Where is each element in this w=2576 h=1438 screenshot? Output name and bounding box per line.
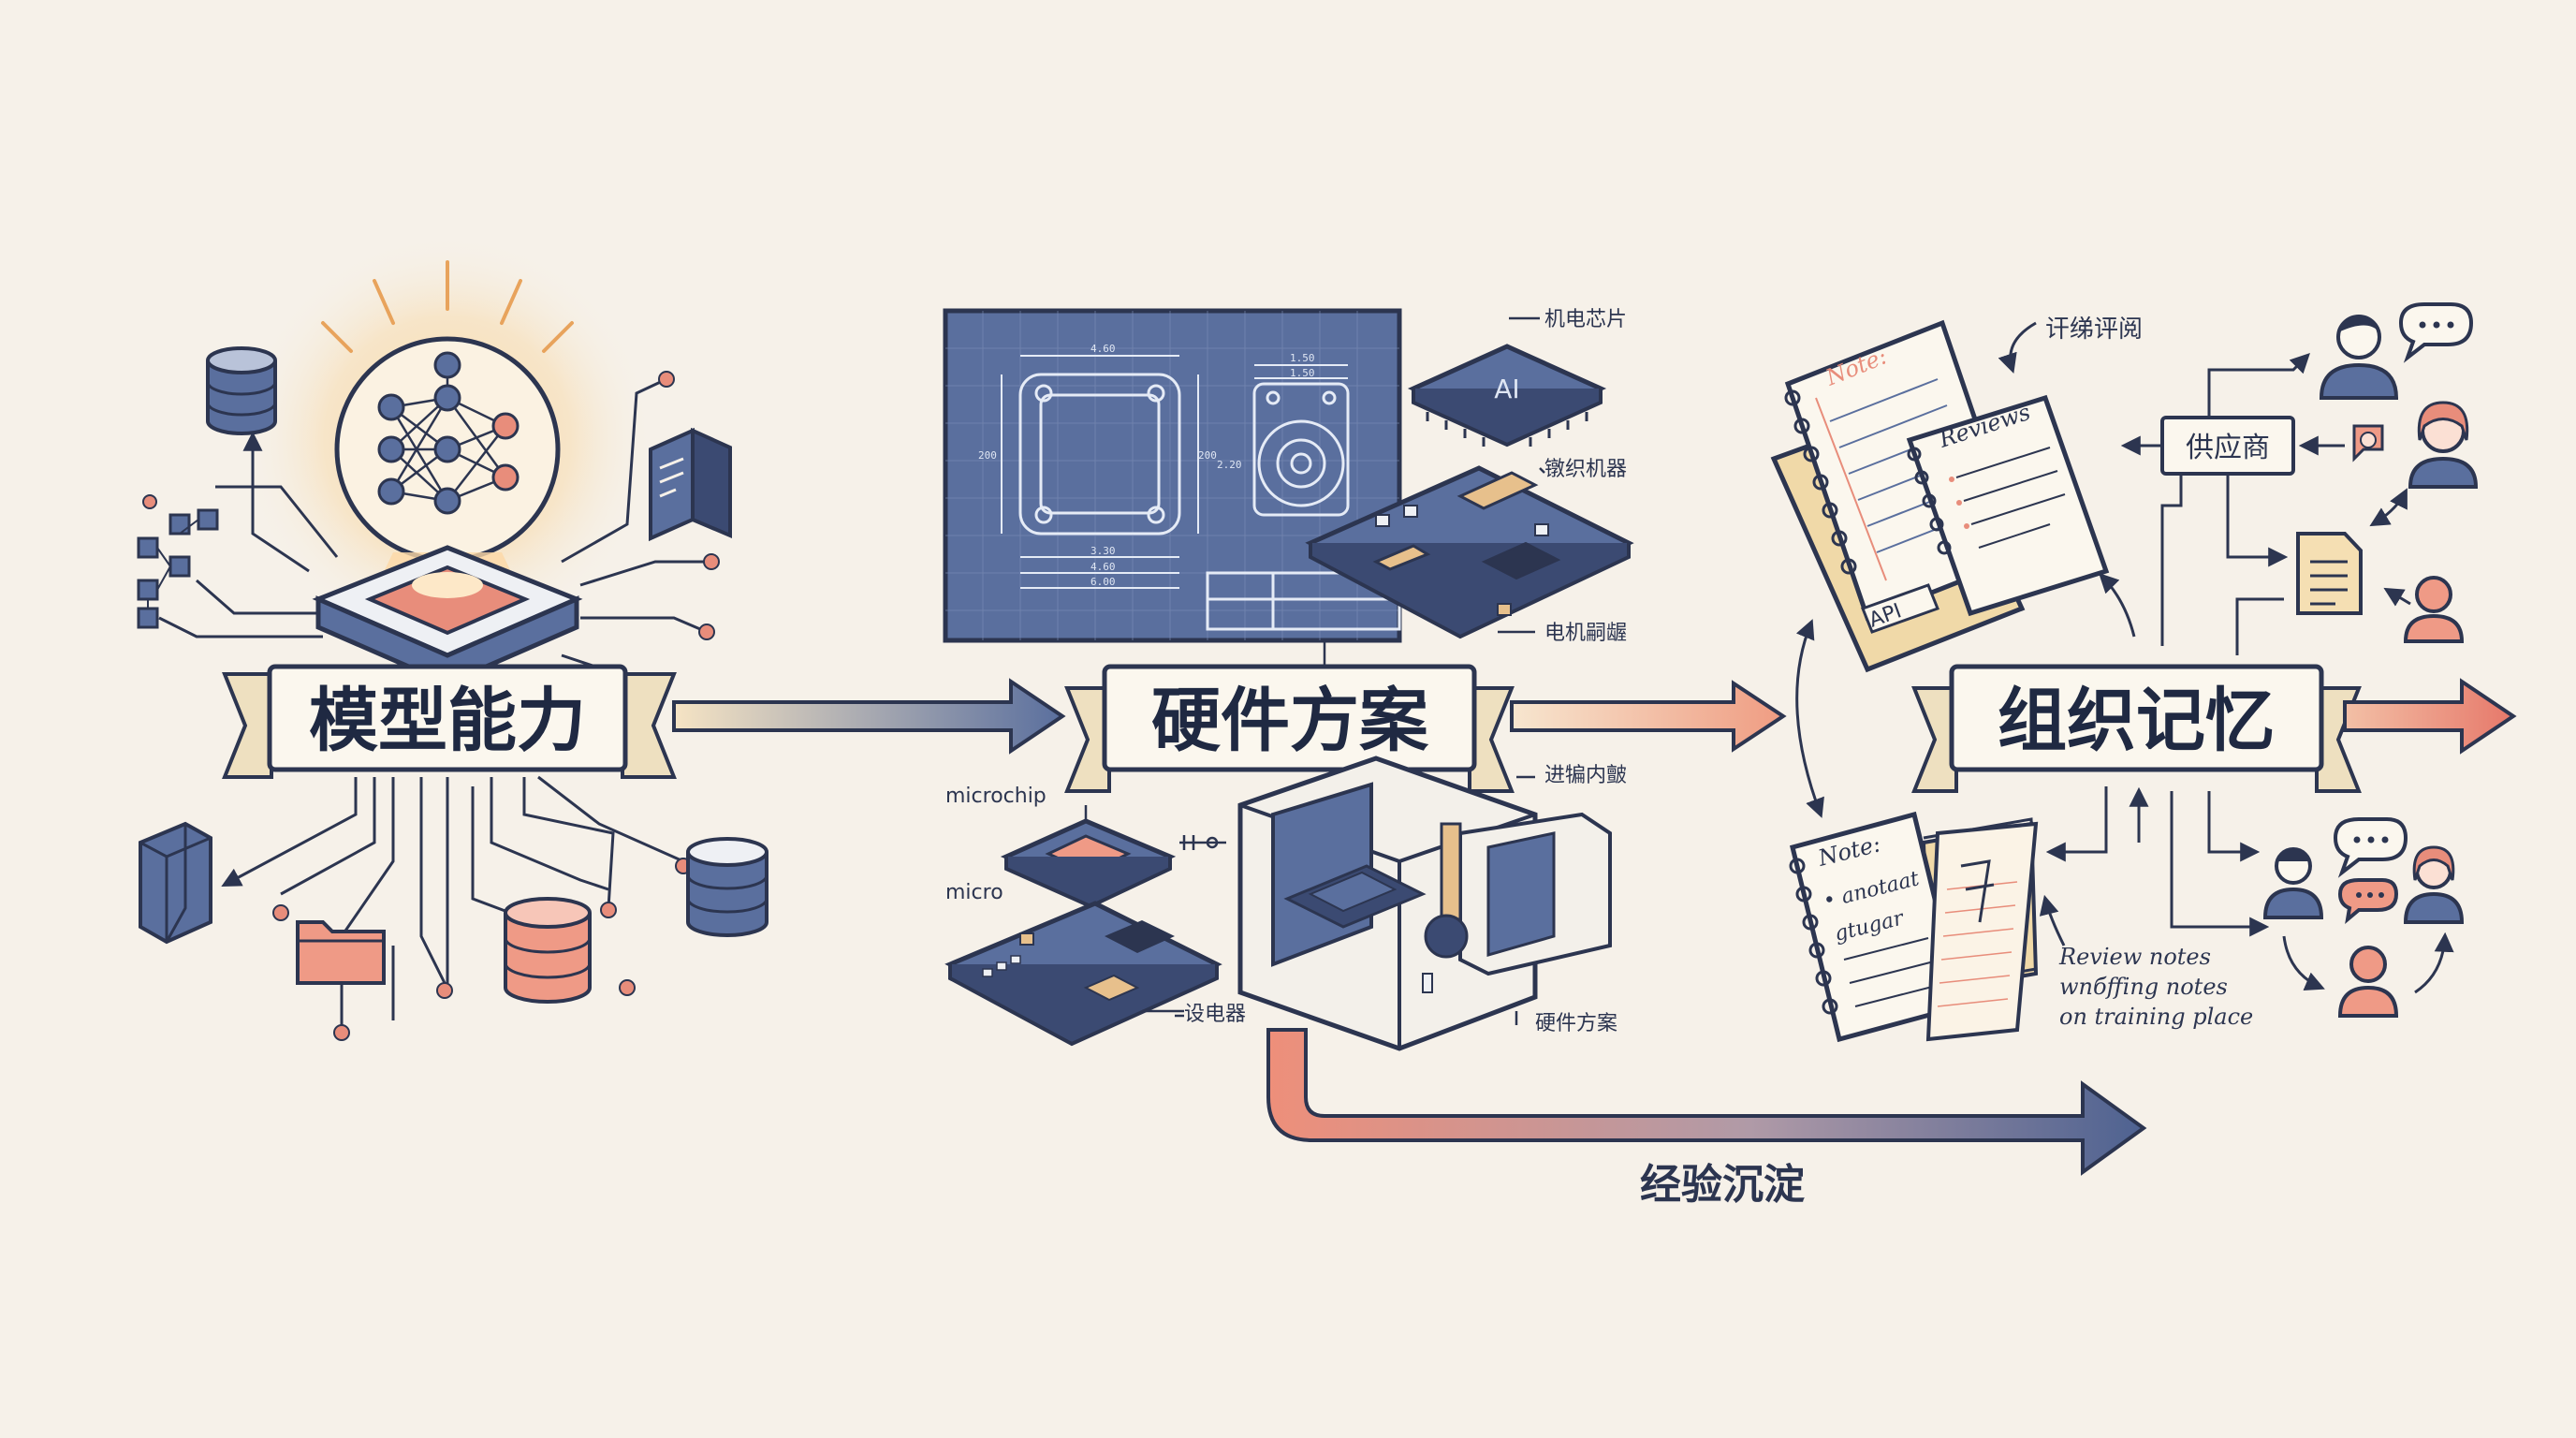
model-section: 模型能力	[137, 234, 768, 1041]
person-salmon-mid-icon	[2403, 576, 2465, 643]
banner-model: 模型能力	[222, 664, 677, 779]
arrow-hardware-to-memory	[1510, 680, 1787, 753]
label-device: 设电器	[1184, 1003, 1246, 1026]
chat-person-small-icon	[2352, 424, 2384, 462]
ai-chip-label: AI	[1494, 374, 1519, 404]
memory-lower-connectors	[2045, 786, 2270, 937]
hardware-section: 4.60 1.50 1.50 200 200 2.20 3.30 4.60 6.…	[943, 308, 1634, 1051]
dim-mid: 200	[1198, 449, 1217, 462]
banner-hardware: 硬件方案	[1064, 664, 1515, 793]
brain-rays	[321, 260, 574, 353]
micro-leaders	[1084, 805, 1184, 1018]
connector-dots	[142, 371, 720, 640]
micro-board-icon	[944, 901, 1222, 1047]
node-tree-icon	[137, 508, 219, 629]
memory-connectors	[1795, 353, 2411, 818]
review-top-label: 讦绨评阅	[2045, 315, 2143, 344]
person-salmon-top-icon	[2408, 401, 2479, 489]
notebook-stack: Note: API Reviews	[1770, 319, 2110, 673]
experience-label: 经验沉淀	[1640, 1161, 1805, 1209]
review-notes-line3: on training place	[2059, 1004, 2253, 1030]
database-blue-icon	[686, 837, 768, 937]
person-bottom-right-icon	[2403, 845, 2465, 924]
banner-model-title: 模型能力	[309, 681, 586, 761]
review-arrow	[1998, 321, 2037, 374]
platform-light	[412, 572, 483, 598]
chat-bubble-salmon-icon	[2337, 878, 2399, 924]
label-case: 硬件方案	[1535, 1012, 1617, 1035]
label-micro: micro	[945, 881, 1003, 904]
resistor-icon	[1179, 835, 1226, 850]
node-tree-links	[147, 519, 199, 609]
label-chip: 机电芯片	[1544, 308, 1627, 331]
review-notes-line2: wnбffing notes	[2059, 974, 2228, 1000]
model-lower-connectors	[221, 775, 684, 1030]
dim-top: 4.60	[1090, 343, 1116, 355]
document-box-icon	[649, 427, 732, 542]
chat-bubble-bottom-icon	[2333, 817, 2408, 878]
folder-icon	[296, 920, 386, 985]
banner-memory: 组织记忆	[1911, 664, 2362, 793]
dim-d1: 1.50	[1290, 352, 1315, 364]
ai-chip-icon: AI	[1407, 344, 1607, 448]
label-board: 镦织机器	[1544, 458, 1627, 481]
dim-d2: 1.50	[1290, 367, 1315, 379]
arrow-memory-out	[2343, 678, 2517, 755]
chat-bubble-top-icon	[2398, 302, 2474, 363]
dim-left: 200	[978, 449, 997, 462]
person-top-icon	[2319, 315, 2399, 400]
draft-page-icon	[1925, 821, 2039, 1042]
arrow-experience: 经验沉淀	[1266, 1028, 2147, 1209]
person-bottom-left-icon	[2262, 847, 2324, 919]
dim-b3: 6.00	[1090, 576, 1116, 588]
blueprint-panel: 4.60 1.50 1.50 200 200 2.20 3.30 4.60 6.…	[943, 308, 1402, 643]
dim-right: 2.20	[1217, 459, 1242, 471]
cube-icon	[139, 821, 212, 945]
person-bottom-center-icon	[2337, 946, 2399, 1018]
document-icon	[2296, 532, 2363, 615]
database-icon	[206, 346, 277, 435]
enclosure-icon	[1237, 756, 1612, 1051]
dim-b1: 3.30	[1090, 545, 1116, 557]
microchip-icon	[1000, 818, 1177, 909]
review-notes-line1: Review notes	[2058, 944, 2211, 970]
people-cycle	[2282, 932, 2454, 994]
dim-b2: 4.60	[1090, 561, 1116, 573]
banner-memory-title: 组织记忆	[1998, 681, 2275, 761]
circuit-board-icon	[1305, 465, 1634, 639]
label-motor: 电机嗣龌	[1544, 622, 1627, 645]
database-salmon-icon	[504, 897, 592, 1004]
memory-section: Note: API Reviews 讦绨评阅 供应商	[1770, 302, 2517, 1043]
banner-hardware-title: 硬件方案	[1151, 681, 1429, 761]
supplier-label: 供应商	[2186, 432, 2270, 464]
review-notes-arrow	[2039, 894, 2066, 946]
supplier-box: 供应商	[2160, 416, 2295, 476]
label-inner: 进犏内皽	[1544, 764, 1627, 787]
neural-nodes	[377, 351, 520, 515]
label-microchip: microchip	[945, 785, 1046, 808]
arrow-model-to-hardware	[672, 678, 1066, 755]
